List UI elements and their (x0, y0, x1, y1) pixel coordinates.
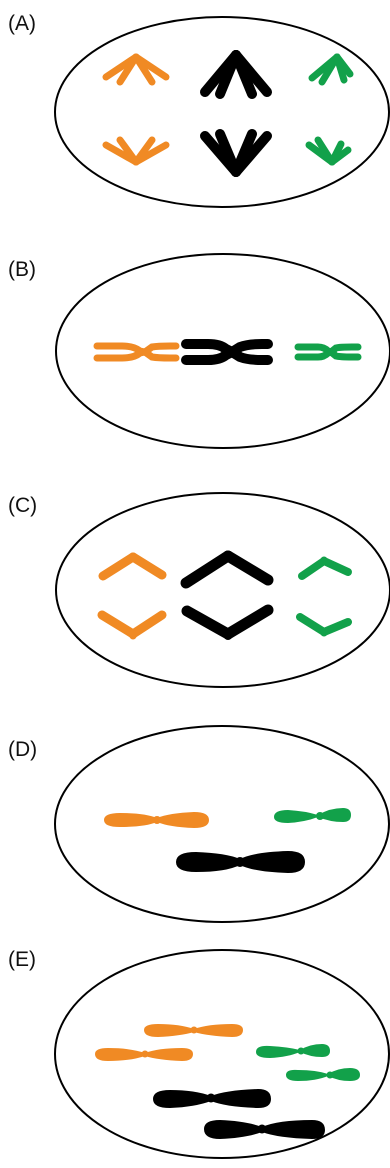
panel-label: (E) (8, 948, 36, 971)
panel-b: (B) (0, 230, 390, 460)
cell-diagram-d (54, 725, 390, 923)
black-chromosome-top (200, 50, 272, 99)
cell-diagram-e (54, 949, 390, 1159)
green-chromatid-bottom (296, 613, 352, 636)
cell-diagram-b (55, 253, 390, 449)
orange-chromosome-top (102, 53, 170, 86)
orange-chromatid-top (98, 552, 167, 581)
cell-membrane (55, 253, 390, 449)
green-chromosome-top (308, 53, 354, 86)
black-chromosome-pair (181, 339, 273, 365)
black-chromosome-2 (204, 1120, 325, 1139)
black-chromatid-top (180, 550, 274, 589)
panel-label: (B) (8, 258, 36, 281)
orange-chromosome-1 (144, 1024, 243, 1037)
panel-a: (A) (0, 0, 390, 230)
orange-chromosome (104, 812, 209, 828)
orange-chromatid-bottom (97, 610, 167, 639)
cell-membrane (54, 949, 390, 1159)
cell-diagram-c (55, 492, 390, 688)
panel-c: (C) (0, 460, 390, 700)
green-chromosome-pair (294, 343, 362, 361)
cell-membrane (55, 492, 390, 688)
cell-membrane (54, 725, 390, 923)
green-chromosome-1 (256, 1044, 330, 1058)
black-chromosome-bottom (200, 129, 272, 177)
panel-d: (D) (0, 700, 390, 930)
cell-membrane (54, 16, 390, 208)
green-chromosome-2 (286, 1068, 360, 1081)
green-chromatid-top (298, 557, 352, 580)
green-chromosome-bottom (305, 136, 352, 166)
orange-chromosome-bottom (102, 136, 170, 166)
cell-diagram-a (54, 16, 390, 208)
black-chromosome-1 (153, 1089, 271, 1108)
panel-label: (D) (8, 738, 38, 761)
panel-label: (A) (8, 12, 36, 35)
green-chromosome (274, 808, 351, 823)
black-chromosome (176, 851, 305, 873)
panel-e: (E) (0, 930, 390, 1168)
panel-label: (C) (8, 494, 38, 517)
black-chromatid-bottom (181, 604, 274, 640)
black-centromere (228, 348, 236, 356)
orange-chromosome-2 (95, 1048, 193, 1061)
orange-chromosome-pair (93, 342, 180, 362)
